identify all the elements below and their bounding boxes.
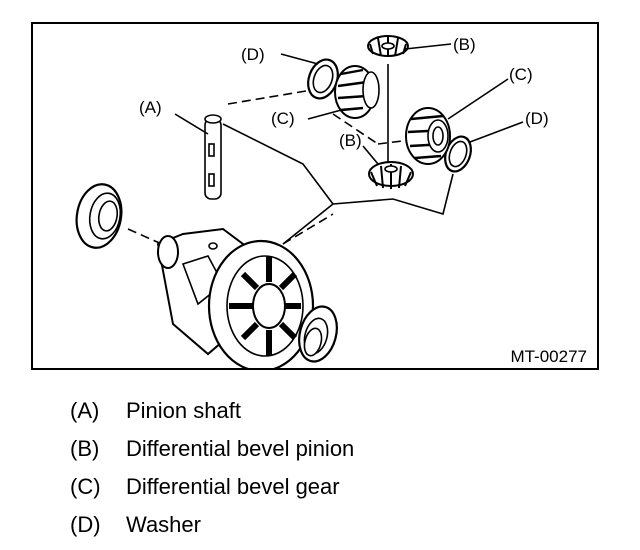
leader-d-right xyxy=(469,121,524,143)
legend-key: (C) xyxy=(70,474,101,499)
assembly-dash-line-lower xyxy=(282,213,334,245)
callout-d-right: (D) xyxy=(525,109,549,128)
assembly-outline-line xyxy=(222,123,454,245)
legend-key: (D) xyxy=(70,512,101,537)
leader-b-bottom xyxy=(362,145,379,165)
legend-key: (A) xyxy=(70,398,100,423)
callout-b-bottom: (B) xyxy=(339,131,362,150)
bevel-pinion-bottom xyxy=(368,161,414,189)
bevel-gear-left xyxy=(334,65,380,119)
callout-c-left: (C) xyxy=(271,109,295,128)
callout-c-right: (C) xyxy=(509,65,533,84)
washer-right xyxy=(444,135,472,173)
bearing-dash-line xyxy=(127,228,174,250)
leader-b-top xyxy=(404,43,452,50)
legend-text: Differential bevel gear xyxy=(126,474,340,499)
exploded-diagram: (D) (B) (C) (D) (A) (C) (B) MT-00277 xyxy=(75,35,587,368)
exploded-diagram-frame: (D) (B) (C) (D) (A) (C) (B) MT-00277 xyxy=(31,22,599,370)
legend-text: Washer xyxy=(126,512,201,537)
legend-text: Pinion shaft xyxy=(126,398,241,423)
bearing-left xyxy=(75,183,123,249)
callout-b-top: (B) xyxy=(453,35,476,54)
legend-key: (B) xyxy=(70,436,100,461)
bearing-right xyxy=(298,305,338,363)
bevel-pinion-top xyxy=(367,35,409,57)
differential-case xyxy=(156,227,315,368)
legend-text: Differential bevel pinion xyxy=(126,436,355,461)
leader-a xyxy=(174,113,209,135)
leader-c-left xyxy=(307,108,346,120)
leader-d-left xyxy=(280,53,319,65)
callout-d-left: (D) xyxy=(241,45,265,64)
figure-id: MT-00277 xyxy=(510,347,587,366)
callout-a: (A) xyxy=(139,98,162,117)
leader-c-right xyxy=(447,78,509,120)
bevel-gear-right xyxy=(405,107,451,165)
pinion-shaft xyxy=(204,114,222,200)
